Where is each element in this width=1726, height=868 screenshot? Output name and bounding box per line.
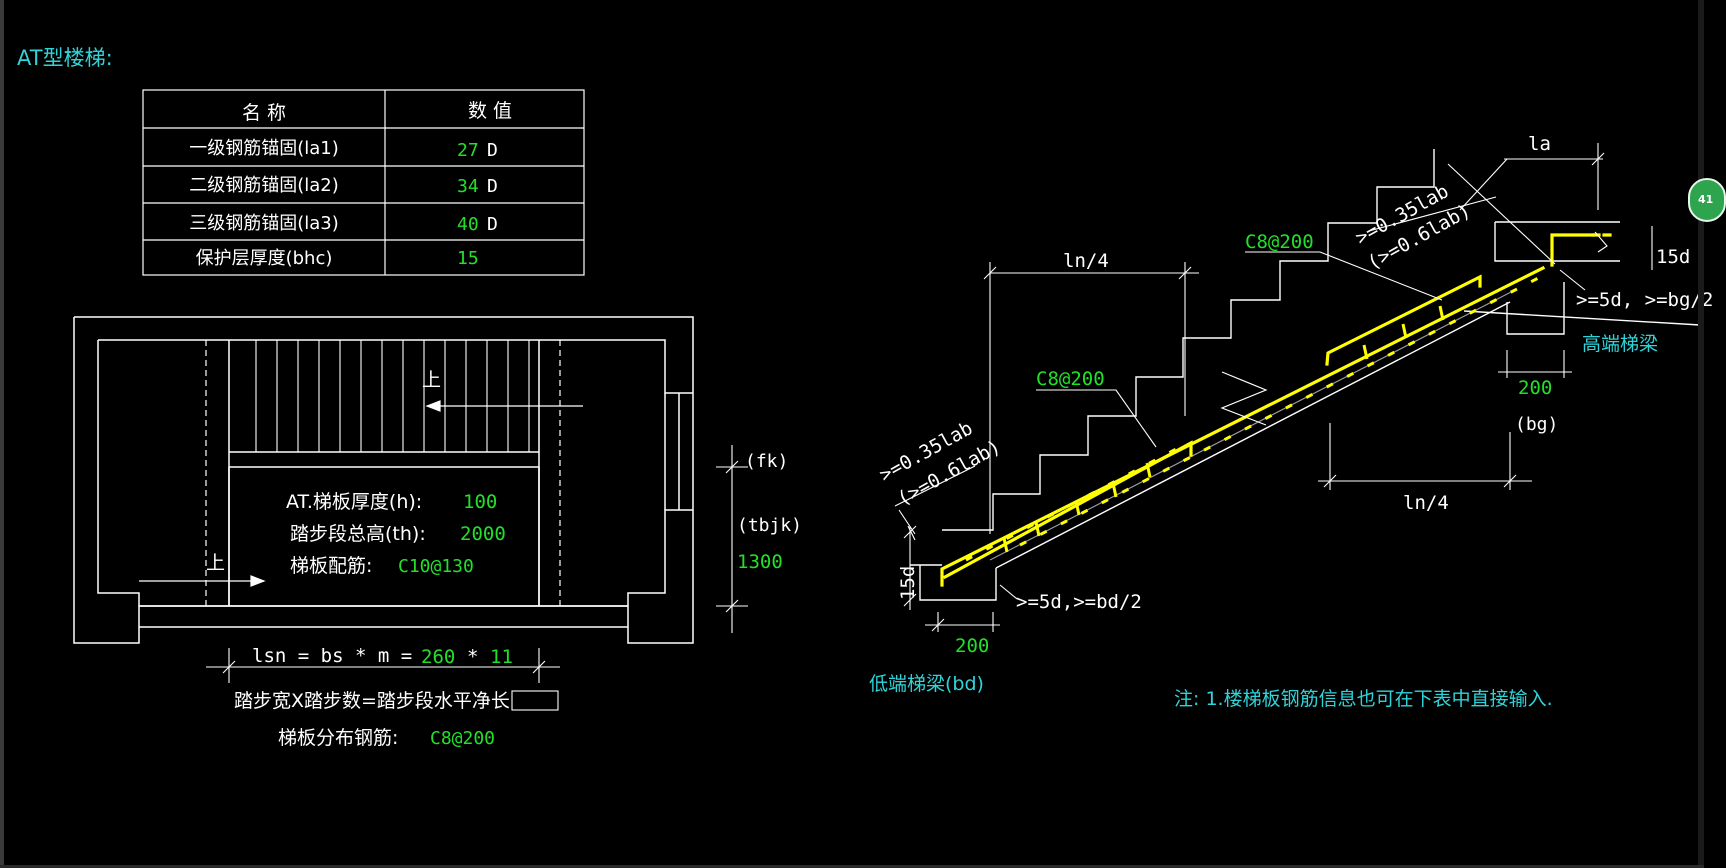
la-dimension xyxy=(1368,143,1605,265)
low-beam-label: 低端梯梁(bd) xyxy=(869,673,984,695)
ln4-bottom-label: ln/4 xyxy=(1403,492,1449,514)
height-value[interactable]: 2000 xyxy=(460,523,506,545)
rebar-label: 梯板配筋: xyxy=(290,555,372,577)
height-label: 踏步段总高(th): xyxy=(290,523,426,545)
table-row-unit: D xyxy=(487,214,498,235)
plan-up-label: 上 xyxy=(206,552,225,574)
c8-mid-label[interactable]: C8@200 xyxy=(1036,368,1105,390)
bd-dimension xyxy=(925,612,1000,632)
table-row-name: 二级钢筋锚固(la2) xyxy=(189,175,339,196)
width-value[interactable]: 1300 xyxy=(737,551,783,573)
slab-line xyxy=(989,290,1514,561)
window-frame-bottom xyxy=(0,865,1704,868)
formula-caption: 踏步宽X踏步数=踏步段水平净长 xyxy=(234,690,510,712)
parameter-table xyxy=(142,89,585,276)
lsn-formula: lsn = bs * m = xyxy=(252,645,412,667)
times-sign: * xyxy=(467,646,478,668)
table-row-value[interactable]: 15 xyxy=(457,248,479,269)
stair-plan-view xyxy=(73,316,694,644)
thickness-label: AT.梯板厚度(h): xyxy=(286,491,422,513)
bg-label: (bg) xyxy=(1515,414,1558,435)
break-mark xyxy=(1220,371,1268,426)
bs-value[interactable]: 260 xyxy=(421,646,455,668)
plan-treads xyxy=(255,340,530,452)
up-arrow-icon xyxy=(139,400,583,587)
rebar-value[interactable]: C10@130 xyxy=(398,556,474,577)
table-row-unit: D xyxy=(487,176,498,197)
window-frame-right xyxy=(1698,0,1704,868)
note-text: 注: 1.楼梯板钢筋信息也可在下表中直接输入. xyxy=(1174,688,1553,710)
15d-right-label: 15d xyxy=(1656,246,1690,268)
rebar-anchor-marks xyxy=(1002,305,1445,553)
window-frame-left xyxy=(0,0,4,868)
table-row-unit: D xyxy=(487,140,498,161)
table-row-value[interactable]: 27 xyxy=(457,140,479,161)
dist-rebar-value[interactable]: C8@200 xyxy=(430,728,495,749)
table-row-name: 保护层厚度(bhc) xyxy=(196,248,333,269)
tbjk-label: (tbjk) xyxy=(737,515,802,536)
15d-right-dimension xyxy=(1594,226,1653,270)
dist-rebar-label: 梯板分布钢筋: xyxy=(278,727,398,749)
rebar-lines xyxy=(940,233,1612,587)
fk-label: (fk) xyxy=(745,451,788,472)
ln4-top-label: ln/4 xyxy=(1063,250,1109,272)
thickness-value[interactable]: 100 xyxy=(463,491,497,513)
high-bend-leader xyxy=(1559,269,1586,291)
table-row-name: 一级钢筋锚固(la1) xyxy=(189,138,339,159)
c8-top-label[interactable]: C8@200 xyxy=(1245,231,1314,253)
low-bend-leader xyxy=(999,584,1018,600)
table-header-name: 名 称 xyxy=(242,102,286,124)
bd-value[interactable]: 200 xyxy=(955,635,989,657)
high-bend-label: >=5d, >=bg/2 xyxy=(1576,289,1713,311)
ln4-top-dimension xyxy=(983,262,1199,534)
table-header-value: 数 值 xyxy=(468,100,512,122)
stair-section-view xyxy=(910,149,1701,601)
m-value[interactable]: 11 xyxy=(490,646,513,668)
distribution-rebar-dots xyxy=(965,270,1551,562)
table-row-value[interactable]: 40 xyxy=(457,214,479,235)
c8-mid-leader xyxy=(1036,389,1157,448)
plan-dashed-lines xyxy=(205,340,561,606)
bg-dimension xyxy=(1498,350,1572,378)
bg-value[interactable]: 200 xyxy=(1518,377,1552,399)
15d-left-label: 15d xyxy=(897,566,919,600)
plan-up-label: 上 xyxy=(422,369,441,391)
la-label: la xyxy=(1528,133,1551,155)
floating-badge[interactable]: 41 xyxy=(1688,178,1726,222)
page-title: AT型楼梯: xyxy=(17,46,113,70)
plan-length-dimension xyxy=(206,648,560,711)
15d-left-dimension xyxy=(903,525,917,610)
low-bend-label: >=5d,>=bd/2 xyxy=(1016,591,1142,613)
table-row-name: 三级钢筋锚固(la3) xyxy=(189,213,339,234)
c8-top-leader xyxy=(1245,251,1443,301)
table-row-value[interactable]: 34 xyxy=(457,176,479,197)
ln4-bottom-dimension xyxy=(1318,423,1532,490)
high-beam-label: 高端梯梁 xyxy=(1582,333,1658,355)
plan-width-dimension xyxy=(716,445,748,633)
